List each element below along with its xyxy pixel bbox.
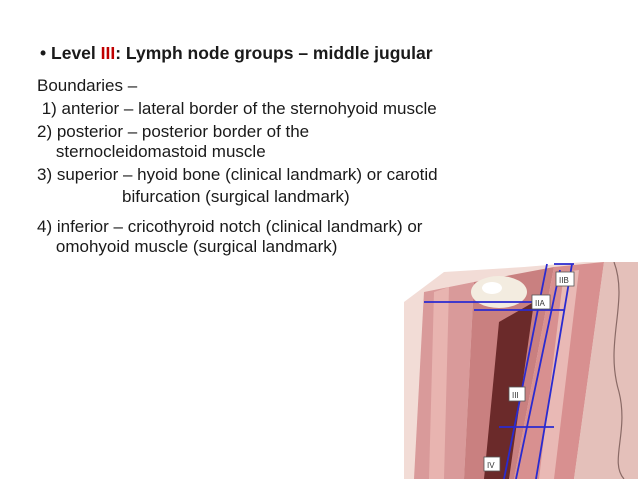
label-iib: IIB: [559, 276, 569, 285]
neck-anatomy-illustration: IIB IIA III IV: [404, 262, 638, 479]
level-number: III: [100, 43, 116, 63]
label-iii: III: [512, 391, 519, 400]
boundary-superior: 3) superior – hyoid bone (clinical landm…: [37, 165, 438, 184]
boundary-inferior-cont: omohyoid muscle (surgical landmark): [37, 237, 338, 256]
slide-heading: • Level III: Lymph node groups – middle …: [40, 43, 433, 64]
boundary-anterior: 1) anterior – lateral border of the ster…: [37, 99, 437, 118]
bullet: •: [40, 43, 47, 63]
boundary-inferior: 4) inferior – cricothyroid notch (clinic…: [37, 217, 423, 236]
heading-suffix: : Lymph node groups – middle jugular: [115, 43, 433, 63]
label-iv: IV: [487, 461, 495, 470]
boundary-posterior: 2) posterior – posterior border of the: [37, 122, 310, 141]
boundary-posterior-cont: sternocleidomastoid muscle: [37, 142, 266, 161]
label-iia: IIA: [535, 299, 545, 308]
boundary-superior-cont: bifurcation (surgical landmark): [37, 187, 350, 206]
boundaries-title: Boundaries –: [37, 76, 138, 95]
heading-prefix: Level: [51, 43, 101, 63]
